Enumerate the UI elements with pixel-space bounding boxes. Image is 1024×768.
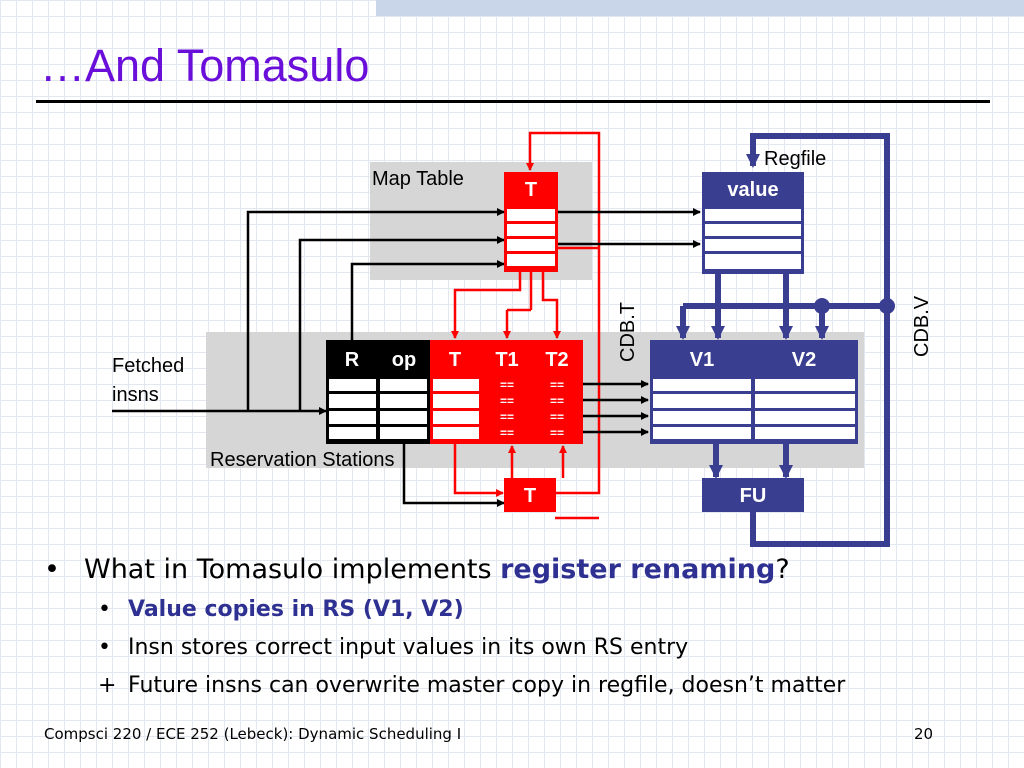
regfile-header: value [727, 179, 778, 201]
regfile: value [702, 172, 804, 274]
bullet-main-prefix: What in Tomasulo implements [84, 554, 501, 585]
title-bar-accent [376, 0, 1024, 16]
regfile-label: Regfile [764, 148, 826, 170]
rs-col-v2: V2 [792, 349, 816, 371]
fu-box-label: FU [740, 485, 767, 507]
bullet-main-emphasis: register renaming [500, 554, 776, 585]
page-number: 20 [914, 725, 934, 743]
insns-label: insns [112, 384, 159, 406]
bullet-sub-2: • Insn stores correct input values in it… [44, 629, 1004, 667]
fetched-label: Fetched [112, 355, 184, 377]
map-table: T [504, 172, 558, 272]
bullet-marker: • [98, 597, 111, 622]
bullet-marker: • [44, 554, 60, 585]
tag-compare: == [500, 426, 514, 440]
tag-compare: == [500, 410, 514, 424]
plus-marker: + [98, 673, 117, 698]
rs-col-t: T [449, 349, 461, 371]
rs-col-op: op [392, 349, 416, 371]
bullet-main-suffix: ? [775, 554, 790, 585]
bullet-sub-3-text: Future insns can overwrite master copy i… [128, 673, 846, 698]
footer-course: Compsci 220 / ECE 252 (Lebeck): Dynamic … [44, 725, 462, 743]
bullet-marker: • [98, 635, 111, 660]
register-wiring [112, 208, 701, 507]
tag-compare: == [550, 378, 564, 392]
tag-compare: == [500, 394, 514, 408]
rs-col-t2: T2 [545, 349, 568, 371]
bullet-sub-2-text: Insn stores correct input values in its … [128, 635, 689, 660]
cdb-v-junction-dot [879, 298, 895, 314]
bullet-sub-1: • Value copies in RS (V1, V2) [44, 591, 1004, 629]
tomasulo-diagram: Map Table Regfile Fetched insns Reservat… [112, 131, 933, 547]
rs-col-v1: V1 [690, 349, 714, 371]
map-table-label: Map Table [372, 168, 464, 190]
cdb-v-label: CDB.V [911, 295, 933, 357]
cdb-v-junction-dot [814, 298, 830, 314]
t-box [504, 478, 556, 512]
bullet-sub-1-text: Value copies in RS (V1, V2) [128, 597, 464, 622]
tag-compare: == [550, 426, 564, 440]
cdb-v-bus [676, 133, 890, 547]
cdb-t-label: CDB.T [617, 302, 639, 362]
rs-tag-block: T T1 T2 == == == == == == == == [430, 340, 583, 444]
t-box-label: T [524, 485, 536, 507]
bullet-main: • What in Tomasulo implements register r… [44, 552, 1004, 588]
cdb-t-bus [451, 131, 601, 520]
title-underline [36, 100, 990, 103]
reservation-stations-label: Reservation Stations [210, 449, 395, 471]
bullet-list: • What in Tomasulo implements register r… [44, 552, 1004, 705]
rs-col-t1: T1 [495, 349, 518, 371]
rs-col-r: R [345, 349, 360, 371]
fu-box [702, 478, 804, 512]
slide-title: …And Tomasulo [40, 40, 370, 91]
bullet-sub-3: + Future insns can overwrite master copy… [44, 667, 1004, 705]
tag-compare: == [550, 410, 564, 424]
tag-compare: == [500, 378, 514, 392]
map-table-header: T [525, 179, 537, 201]
tag-compare: == [550, 394, 564, 408]
rs-r-op-block: R op [326, 340, 430, 444]
rs-value-block: V1 V2 [650, 340, 858, 444]
